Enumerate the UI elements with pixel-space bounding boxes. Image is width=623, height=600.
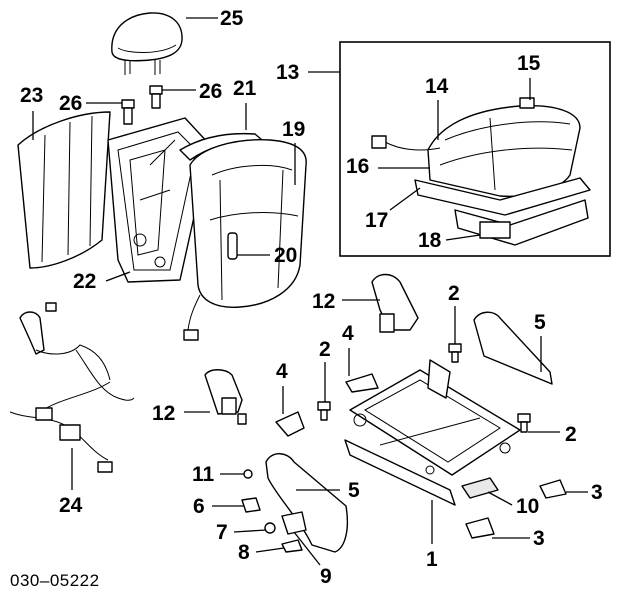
- callout-13: 13: [276, 61, 300, 84]
- callout-3-lower: 3: [533, 527, 545, 550]
- callout-14: 14: [425, 75, 449, 98]
- callout-8: 8: [238, 541, 250, 564]
- callout-15: 15: [517, 52, 541, 75]
- callout-12-lower: 12: [152, 402, 176, 425]
- callout-3-upper: 3: [591, 481, 603, 504]
- leader-9: [293, 531, 321, 566]
- bolt-a: [448, 343, 462, 363]
- headrest-guide-right: [149, 85, 163, 109]
- lumbar-knob: [227, 232, 238, 260]
- leader-22: [105, 271, 131, 282]
- callout-22: 22: [73, 270, 97, 293]
- callout-4-left: 4: [276, 360, 288, 383]
- callout-2-b: 2: [319, 338, 331, 361]
- seat-back-frame: [107, 117, 211, 283]
- callout-18: 18: [418, 229, 442, 252]
- cover-pad: [461, 477, 499, 499]
- callout-26-left: 26: [59, 92, 83, 115]
- leader-8: [255, 547, 285, 553]
- callout-26-right: 26: [199, 80, 223, 103]
- clip-15: [519, 97, 535, 109]
- callout-6: 6: [193, 495, 205, 518]
- seat-cushion-frame: [454, 199, 589, 246]
- callout-5-left: 5: [348, 479, 360, 502]
- leader-10: [487, 491, 513, 506]
- track-cap-lower: [465, 517, 495, 539]
- leader-17: [389, 187, 421, 211]
- callout-2-a: 2: [448, 282, 460, 305]
- seat-cushion-cover: [427, 105, 581, 198]
- callout-25: 25: [220, 7, 244, 30]
- track-cap-upper: [539, 479, 567, 499]
- side-trim-inner: [473, 311, 553, 385]
- callout-7: 7: [216, 521, 228, 544]
- clip-left: [275, 411, 305, 437]
- callout-23: 23: [20, 84, 44, 107]
- leader-18: [445, 234, 481, 241]
- headrest-guide-left: [121, 99, 135, 125]
- callout-17: 17: [365, 209, 389, 232]
- bolt-c: [517, 413, 531, 433]
- heater-connector: [371, 135, 441, 151]
- callout-10: 10: [516, 495, 540, 518]
- seat-back-board: [17, 111, 111, 269]
- seat-track-frame: [344, 359, 521, 506]
- callout-12-upper: 12: [312, 290, 336, 313]
- switch-bezel-9: [281, 511, 307, 535]
- side-trim-outer: [265, 453, 349, 553]
- callout-19: 19: [282, 118, 306, 141]
- lever-cover-8: [281, 539, 303, 553]
- callout-4-right: 4: [342, 322, 354, 345]
- callout-5-right: 5: [534, 311, 546, 334]
- callout-16: 16: [346, 155, 370, 178]
- seat-side-bracket-lower: [204, 369, 247, 425]
- cap-7: [264, 522, 276, 534]
- wire-harness: [9, 302, 135, 473]
- knob-6: [241, 497, 261, 513]
- callout-11: 11: [192, 463, 215, 486]
- callout-21: 21: [233, 77, 257, 100]
- seat-cushion-pad: [414, 177, 591, 216]
- seat-back-cover: [183, 139, 307, 341]
- callout-2-c: 2: [565, 423, 577, 446]
- headrest: [111, 12, 183, 75]
- callout-24: 24: [59, 494, 83, 517]
- callout-9: 9: [320, 565, 332, 588]
- clip-right: [345, 373, 379, 393]
- callout-1: 1: [426, 548, 438, 571]
- diagram-reference-number: 030–05222: [10, 571, 100, 590]
- leader-7: [233, 529, 267, 533]
- seat-side-bracket-upper: [371, 273, 419, 333]
- bolt-b: [317, 401, 331, 421]
- clip-11: [243, 469, 253, 479]
- callout-20: 20: [274, 244, 298, 267]
- cushion-inset-box: [339, 41, 611, 257]
